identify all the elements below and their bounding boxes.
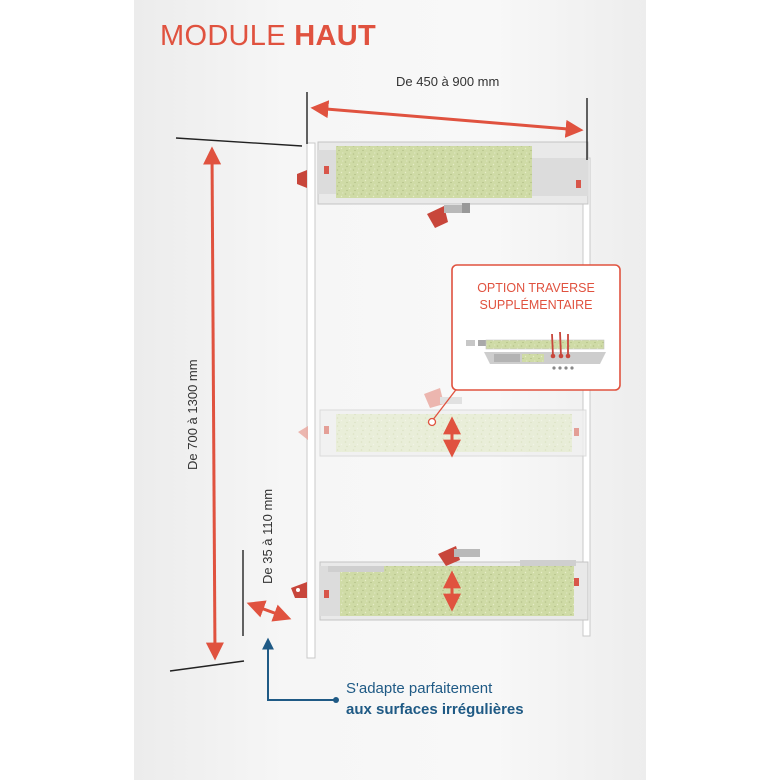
callout-line2: SUPPLÉMENTAIRE xyxy=(479,298,593,312)
crossbar-kit-illustration xyxy=(466,331,606,370)
adaptability-note: S'adapte parfaitement aux surfaces irrég… xyxy=(346,678,524,720)
middle-crossbar xyxy=(298,388,587,457)
note-line2: aux surfaces irrégulières xyxy=(346,701,524,718)
callout-title: OPTION TRAVERSE SUPPLÉMENTAIRE xyxy=(454,280,618,314)
top-crossbar xyxy=(317,141,589,205)
title-bold: HAUT xyxy=(294,20,376,52)
upright-left xyxy=(306,142,316,659)
note-line1: S'adapte parfaitement xyxy=(346,680,493,697)
height-dimension xyxy=(169,137,303,672)
width-dimension xyxy=(306,92,588,160)
width-label: De 450 à 900 mm xyxy=(396,74,500,89)
gap-dimension xyxy=(242,550,292,636)
top-clamp xyxy=(427,203,470,228)
gap-label: De 35 à 110 mm xyxy=(260,488,275,584)
note-connector xyxy=(262,637,339,703)
page-title: MODULE HAUT xyxy=(160,22,376,51)
bracket-left-bottom xyxy=(291,582,307,598)
bottom-crossbar xyxy=(319,560,589,621)
callout-line1: OPTION TRAVERSE xyxy=(477,281,595,295)
bracket-left-top xyxy=(297,170,307,188)
height-label: De 700 à 1300 mm xyxy=(185,359,200,470)
title-regular: MODULE xyxy=(160,20,295,52)
bottom-clamp xyxy=(438,546,480,566)
